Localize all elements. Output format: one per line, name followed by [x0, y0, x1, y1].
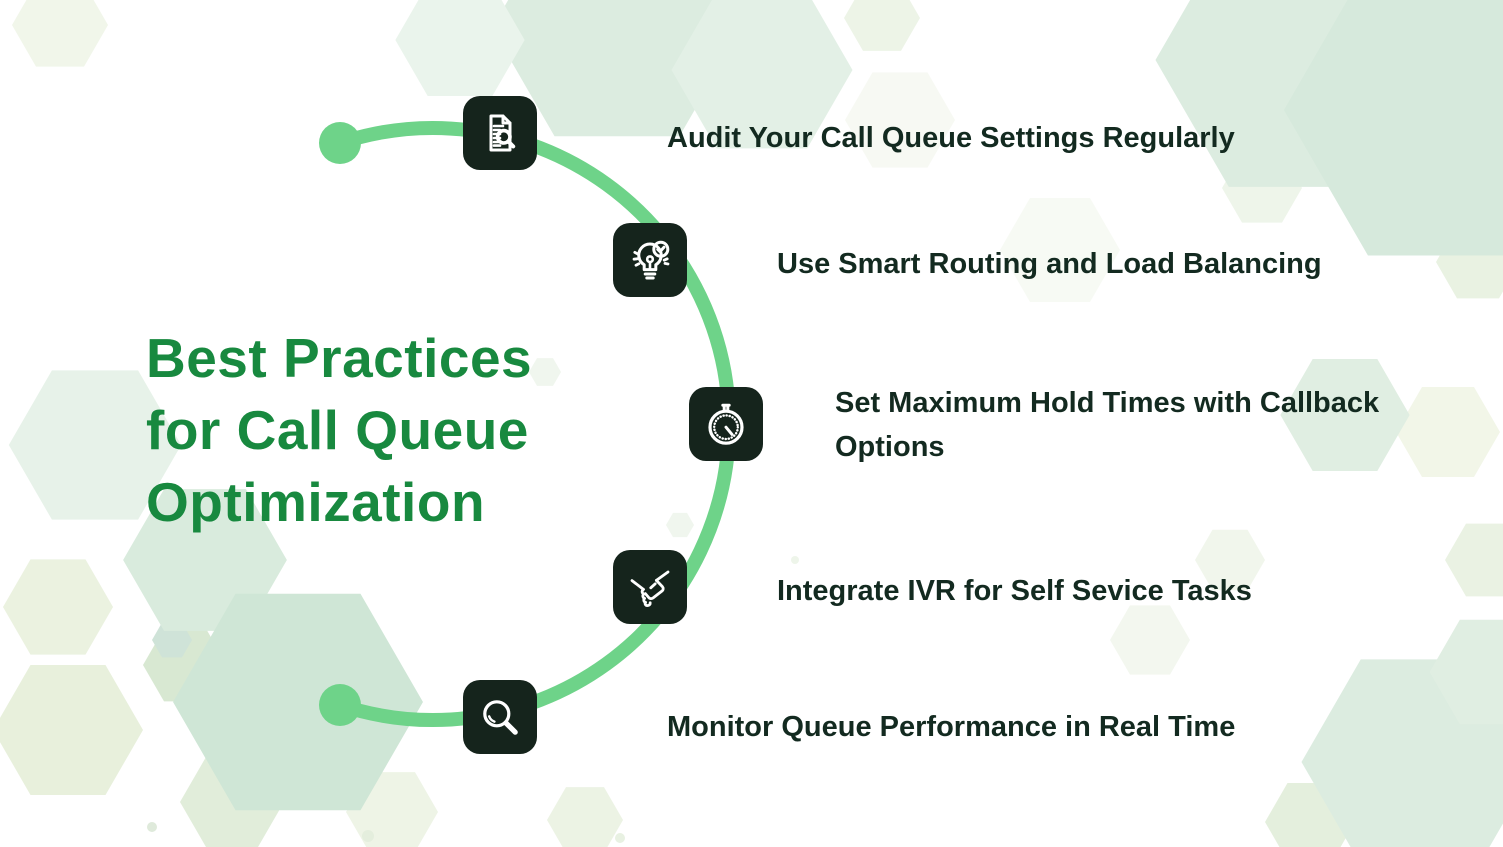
- title-line-2: for Call Queue: [146, 399, 529, 461]
- item-label-hold-times: Set Maximum Hold Times with Callback Opt…: [835, 387, 1380, 463]
- item-label-ivr: Integrate IVR for Self Sevice Tasks: [777, 575, 1252, 607]
- title-line-3: Optimization: [146, 471, 486, 533]
- document-audit-icon: [463, 96, 537, 170]
- stopwatch-icon: [689, 387, 763, 461]
- page-title: Best Practices for Call Queue Optimizati…: [146, 322, 532, 538]
- item-label-routing: Use Smart Routing and Load Balancing: [777, 248, 1322, 280]
- handshake-icon: [613, 550, 687, 624]
- item-label-audit: Audit Your Call Queue Settings Regularly: [667, 122, 1235, 154]
- magnifier-icon: [463, 680, 537, 754]
- lightbulb-check-icon: [613, 223, 687, 297]
- arc-start-dot: [319, 122, 361, 164]
- arc-end-dot: [319, 684, 361, 726]
- title-line-1: Best Practices: [146, 327, 533, 389]
- item-label-monitor: Monitor Queue Performance in Real Time: [667, 711, 1236, 743]
